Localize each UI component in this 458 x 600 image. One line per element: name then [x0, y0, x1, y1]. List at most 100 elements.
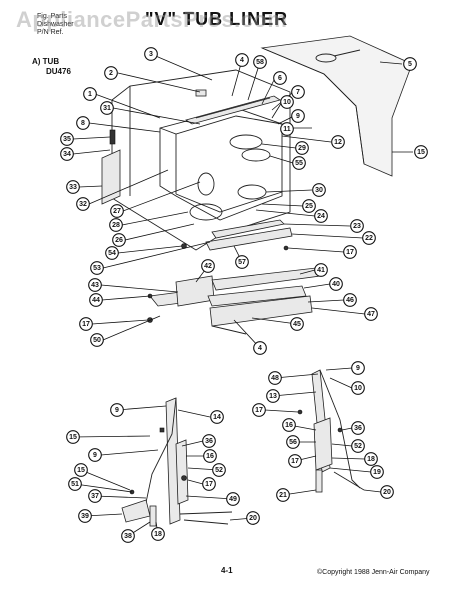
callout-bubble: [266, 389, 280, 403]
callout-53: 53: [90, 261, 104, 275]
callout-33: 33: [66, 180, 80, 194]
left-leg-frame: [165, 397, 181, 525]
callout-number: 58: [256, 59, 264, 66]
callout-9: 9: [351, 361, 365, 375]
callout-38: 38: [121, 529, 135, 543]
callout-12: 12: [331, 135, 345, 149]
callout-9: 9: [88, 448, 102, 462]
callout-9: 9: [291, 109, 305, 123]
callout-bubble: [343, 245, 357, 259]
callout-number: 15: [69, 434, 77, 441]
callout-56: 56: [286, 435, 300, 449]
callout-8: 8: [76, 116, 90, 130]
callout-bubble: [104, 66, 118, 80]
callout-number: 19: [373, 469, 381, 476]
circled-part-30: [237, 184, 267, 200]
callout-3: 3: [144, 47, 158, 61]
callout-29: 29: [295, 141, 309, 155]
left-bolt-38: [149, 505, 157, 527]
header-line-2: Dishwasher: [37, 21, 74, 28]
callout-bubble: [273, 71, 287, 85]
callout-bubble: [105, 246, 119, 260]
callout-47: 47: [364, 307, 378, 321]
callout-16: 16: [203, 449, 217, 463]
callout-number: 7: [296, 89, 300, 96]
callout-55: 55: [292, 156, 306, 170]
callout-15: 15: [414, 145, 428, 159]
tub-inner-top: [159, 115, 283, 135]
left-leveling-rod: [179, 511, 233, 515]
callout-bubble: [280, 122, 294, 136]
callout-10: 10: [280, 95, 294, 109]
callout-bubble: [380, 485, 394, 499]
callout-bubble: [79, 317, 93, 331]
callout-57: 57: [235, 255, 249, 269]
callout-bubble: [286, 435, 300, 449]
header-line-3: P/N Ref.: [37, 29, 64, 36]
callout-bubble: [201, 259, 215, 273]
callout-number: 54: [108, 250, 116, 257]
callout-7: 7: [291, 85, 305, 99]
callout-number: 25: [305, 203, 313, 210]
callout-22: 22: [362, 231, 376, 245]
callout-31: 31: [100, 101, 114, 115]
callout-number: 47: [367, 311, 375, 318]
section-model: DU476: [46, 67, 71, 76]
cover-fold: [261, 47, 365, 165]
callout-number: 29: [298, 145, 306, 152]
callout-number: 16: [206, 453, 214, 460]
callout-number: 52: [354, 443, 362, 450]
callout-bubble: [276, 488, 290, 502]
left-leveling-rod-2: [183, 519, 229, 525]
callout-bubble: [151, 527, 165, 541]
wash-arm-hub: [189, 203, 223, 221]
callout-bubble: [210, 410, 224, 424]
callout-number: 6: [278, 75, 282, 82]
callout-number: 17: [205, 481, 213, 488]
callout-number: 20: [249, 515, 257, 522]
watermark: AppliancePartsPros.com: [16, 7, 288, 32]
callout-bubble: [203, 449, 217, 463]
callout-bubble: [90, 333, 104, 347]
callout-32: 32: [76, 197, 90, 211]
screw-17e: [181, 475, 187, 481]
callout-number: 55: [295, 160, 303, 167]
callout-number: 33: [69, 184, 77, 191]
callout-number: 17: [255, 407, 263, 414]
callout-43: 43: [88, 278, 102, 292]
callout-bubble: [89, 293, 103, 307]
callout-number: 32: [79, 201, 87, 208]
callout-46: 46: [343, 293, 357, 307]
right-bolt-21: [315, 469, 323, 493]
callout-number: 22: [365, 235, 373, 242]
callout-number: 10: [354, 385, 362, 392]
callout-number: 17: [291, 458, 299, 465]
tub-assembly: [101, 69, 293, 251]
callout-number: 4: [258, 345, 262, 352]
callout-20: 20: [246, 511, 260, 525]
callout-bubble: [314, 263, 328, 277]
callout-number: 44: [92, 297, 100, 304]
callout-48: 48: [268, 371, 282, 385]
callout-number: 18: [367, 456, 375, 463]
callout-bubble: [60, 147, 74, 161]
callout-11: 11: [280, 122, 294, 136]
callout-number: 10: [283, 99, 291, 106]
callout-number: 46: [346, 297, 354, 304]
callout-number: 24: [317, 213, 325, 220]
callout-number: 2: [109, 70, 113, 77]
callout-number: 9: [296, 113, 300, 120]
callout-52: 52: [351, 439, 365, 453]
callout-49: 49: [226, 492, 240, 506]
callout-17: 17: [343, 245, 357, 259]
callout-16: 16: [282, 418, 296, 432]
callout-54: 54: [105, 246, 119, 260]
callout-number: 23: [353, 223, 361, 230]
callout-number: 57: [238, 259, 246, 266]
callout-bubble: [403, 57, 417, 71]
callout-bubble: [253, 341, 267, 355]
callout-35: 35: [60, 132, 74, 146]
callout-number: 17: [346, 249, 354, 256]
left-foot-39: [121, 499, 151, 523]
